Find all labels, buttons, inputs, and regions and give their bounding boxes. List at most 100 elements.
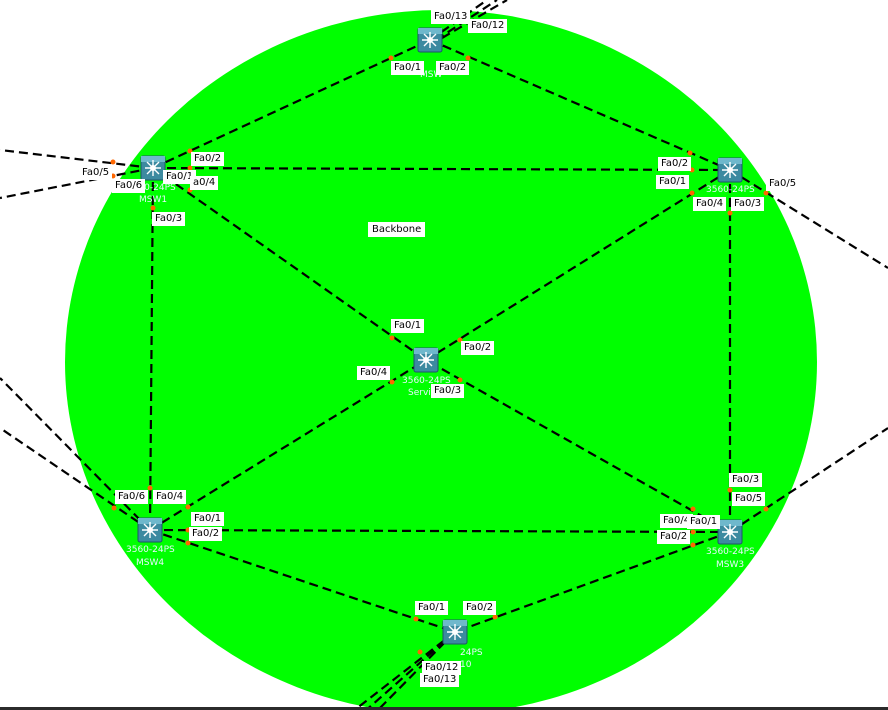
port-label: Fa0/13 <box>431 10 471 24</box>
link-out-bottom-1 <box>352 631 456 710</box>
port-label: Fa0/2 <box>461 341 495 355</box>
link-msw3-server <box>425 359 731 533</box>
area-label-backbone: Backbone <box>368 222 426 237</box>
link-msw1-right <box>152 166 731 172</box>
port-dot <box>185 504 191 510</box>
port-dot <box>457 377 463 383</box>
port-dot <box>690 529 696 535</box>
link-out-left-1 <box>0 148 154 170</box>
port-label: Fa0/4 <box>153 490 187 504</box>
bottom-border <box>0 707 888 710</box>
link-msw4-msw3 <box>149 528 731 534</box>
port-dot <box>690 542 696 548</box>
link-msw1-top <box>152 39 431 169</box>
multilayer-switch-icon[interactable] <box>413 347 439 373</box>
port-label: Fa0/5 <box>766 177 800 191</box>
switch-model-msw4: 3560-24PS <box>126 545 175 555</box>
port-dot <box>388 55 394 61</box>
port-dot <box>110 159 116 165</box>
switch-name-msw3: MSW3 <box>716 560 745 570</box>
port-label: Fa0/3 <box>729 473 763 487</box>
multilayer-switch-icon[interactable] <box>137 517 163 543</box>
port-label: Fa0/4 <box>357 366 391 380</box>
port-dot <box>389 379 395 385</box>
port-dot <box>147 485 153 491</box>
multilayer-switch-icon[interactable] <box>140 155 166 181</box>
link-top-right <box>429 38 731 172</box>
port-dot <box>187 165 193 171</box>
backbone-area <box>65 10 817 710</box>
port-dot <box>763 190 769 196</box>
port-label: Fa0/3 <box>431 384 465 398</box>
port-label: Fa0/6 <box>112 179 146 193</box>
port-label: Fa0/4 <box>693 197 727 211</box>
port-label: Fa0/1 <box>191 512 225 526</box>
port-dot <box>689 190 695 196</box>
port-dot <box>111 505 117 511</box>
port-label: Fa0/2 <box>657 530 691 544</box>
link-out-bottom-3 <box>376 631 456 710</box>
port-dot-group <box>110 55 769 655</box>
port-dot <box>413 616 419 622</box>
port-label: Fa0/12 <box>468 19 508 33</box>
port-label: a0/4 <box>190 176 219 190</box>
port-label: Fa0/4 <box>660 514 694 528</box>
port-label: Fa0/2 <box>191 152 225 166</box>
port-label: Fa0/1 <box>391 61 425 75</box>
link-out-left-2 <box>0 166 154 200</box>
port-label: Fa0/3 <box>152 212 186 226</box>
link-out-msw4-2 <box>0 427 151 531</box>
port-dot <box>763 506 769 512</box>
link-msw4-server <box>149 359 427 531</box>
switch-model-msw1: 3560-24PS <box>127 183 176 193</box>
link-out-top-3 <box>441 0 508 39</box>
port-dot <box>492 614 498 620</box>
port-label: Fa0/6 <box>115 490 149 504</box>
port-label: Fa0/13 <box>420 673 460 687</box>
port-dot <box>417 649 423 655</box>
switch-model-msw-right: 3560-24PS <box>706 185 755 195</box>
port-dot <box>150 205 156 211</box>
switch-name-msw-bottom: 10 <box>460 660 472 670</box>
port-dot <box>465 55 471 61</box>
port-label: Fa0/3 <box>731 197 765 211</box>
link-out-msw3-1 <box>729 427 888 533</box>
link-out-right-1 <box>729 169 888 269</box>
port-dot <box>690 506 696 512</box>
port-dot <box>727 210 733 216</box>
port-label: Fa0/1 <box>163 170 197 184</box>
link-msw3-bottom <box>454 530 731 634</box>
link-out-bottom-2 <box>364 631 456 710</box>
port-label: Fa0/12 <box>422 661 462 675</box>
port-dot <box>185 540 191 546</box>
port-label: Fa0/2 <box>658 157 692 171</box>
switch-model-msw-bottom: 24PS <box>460 648 483 658</box>
port-dot <box>727 487 733 493</box>
multilayer-switch-icon[interactable] <box>417 27 443 53</box>
switch-name-msw-top: MSW <box>420 70 443 80</box>
port-dot <box>389 335 395 341</box>
port-dot <box>687 150 693 156</box>
multilayer-switch-icon[interactable] <box>717 157 743 183</box>
link-right-server <box>425 169 731 361</box>
switch-name-server: Servi <box>408 388 431 398</box>
link-msw4-bottom <box>149 528 456 634</box>
port-label: Fa0/1 <box>391 319 425 333</box>
link-msw1-msw4 <box>148 167 155 531</box>
port-label: Fa0/2 <box>463 601 497 615</box>
port-label: Fa0/5 <box>79 166 113 180</box>
switch-model-msw3: 3560-24PS <box>706 547 755 557</box>
port-label: Fa0/2 <box>436 61 470 75</box>
switch-model-server: 3560-24PS <box>402 376 451 386</box>
port-label: Fa0/5 <box>732 492 766 506</box>
multilayer-switch-icon[interactable] <box>717 519 743 545</box>
port-label: Fa0/1 <box>656 175 690 189</box>
switch-name-msw1: MSW1 <box>139 195 168 205</box>
port-label: Fa0/1 <box>415 601 449 615</box>
port-label: Fa0/1 <box>687 515 721 529</box>
multilayer-switch-icon[interactable] <box>442 619 468 645</box>
port-label: Fa0/2 <box>189 527 223 541</box>
